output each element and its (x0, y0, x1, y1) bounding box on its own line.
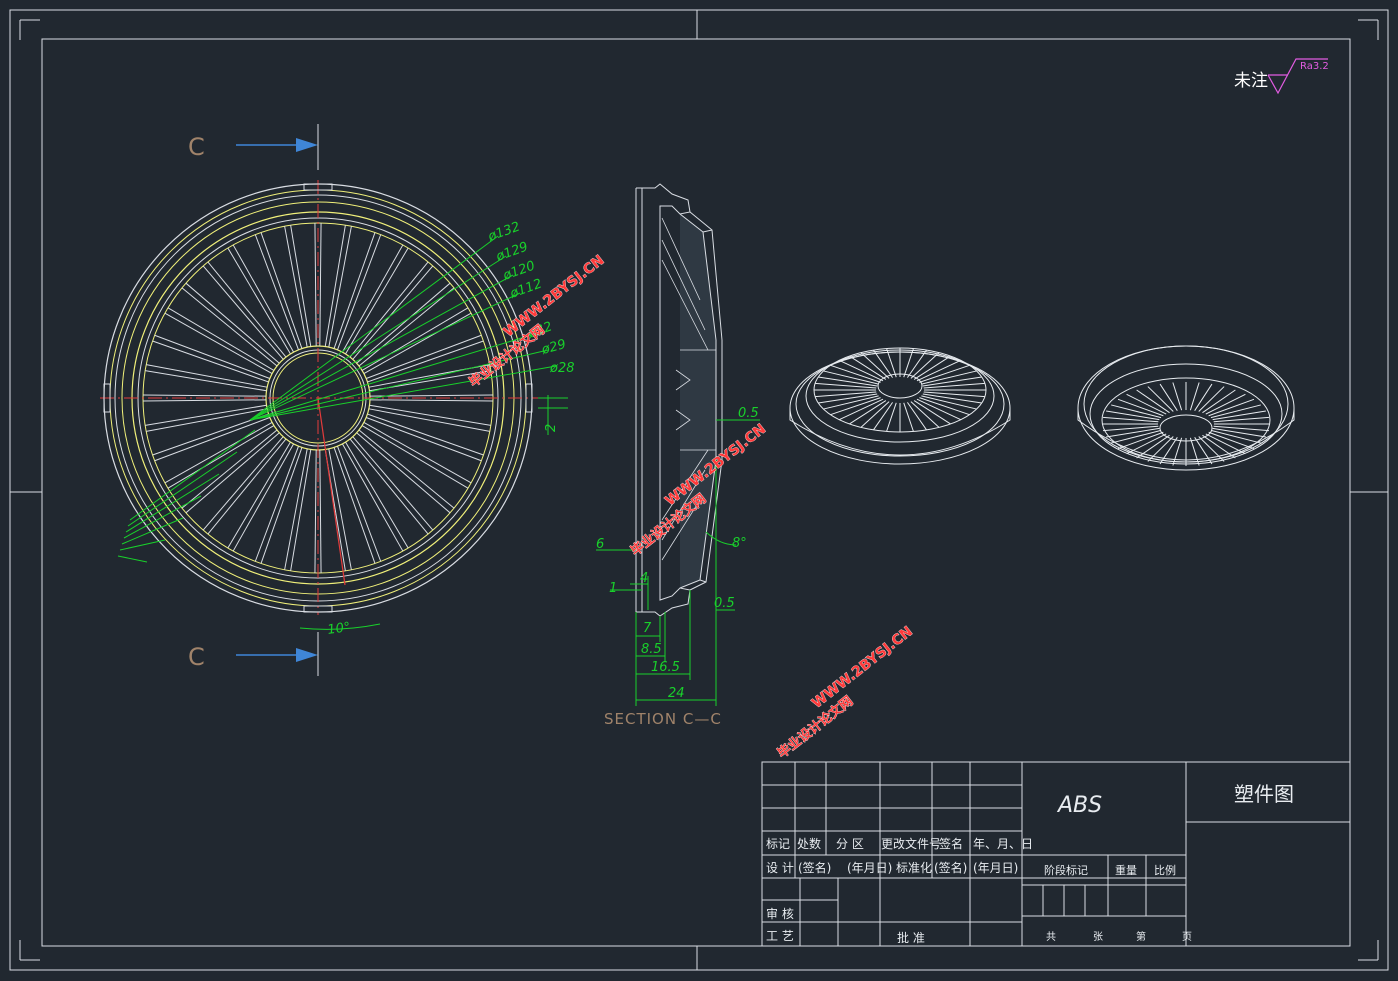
dim-seven: 7 (643, 621, 652, 636)
design-date: (年月日) (847, 861, 892, 875)
sheets-total-prefix: 共 (1046, 931, 1056, 943)
dim-sixteen-five: 16.5 (651, 660, 680, 675)
dim-dia-28: ø28 (549, 361, 575, 376)
process-label: 工 艺 (766, 929, 794, 943)
approve-label: 批 准 (897, 930, 925, 945)
dim-four: 4 (640, 571, 648, 586)
roughness-value: Ra3.2 (1300, 61, 1329, 72)
stage-mark-label: 阶段标记 (1044, 863, 1088, 877)
isometric-view-top (789, 347, 1011, 465)
section-dim-labels: 0.5 0.5 8° 6 1 4 7 8.5 16.5 24 (596, 406, 759, 701)
header-change-doc: 更改文件号 (881, 836, 941, 851)
iso-bottom-spokes (1102, 382, 1270, 466)
section-letter-bottom: C (188, 643, 205, 671)
header-zone: 分 区 (836, 837, 864, 851)
dim-angle-8: 8° (732, 536, 747, 551)
arrow-right-icon (296, 648, 318, 662)
material-label: ABS (1056, 793, 1102, 818)
dim-eight-five: 8.5 (641, 642, 662, 657)
section-view-dimensions (596, 419, 760, 706)
dim-top-thickness: 0.5 (738, 406, 759, 421)
isometric-view-bottom (1077, 345, 1295, 471)
standardization-date: (年月日) (973, 861, 1018, 875)
dim-total-24: 24 (668, 686, 685, 701)
design-sign: (签名) (798, 860, 831, 875)
section-marker-bottom: C (188, 632, 319, 676)
dim-offset-2: 2 (544, 424, 559, 432)
surface-roughness-note: 未注 Ra3.2 (1234, 58, 1329, 95)
standardization-sign: (签名) (934, 860, 967, 875)
front-diameter-labels: ø132 ø129 ø120 ø112 ø32 ø29 ø28 2 10° (326, 219, 574, 638)
dim-dia-29: ø29 (539, 337, 568, 358)
section-marker-top: C (188, 124, 319, 170)
front-view-dimensions (117, 235, 557, 563)
sheets-total-suffix: 张 (1093, 931, 1103, 943)
dim-one: 1 (609, 581, 617, 596)
header-signature: 签名 (939, 836, 963, 851)
header-mark: 标记 (766, 837, 790, 851)
section-title: SECTION C—C (604, 710, 722, 728)
dim-dia-132: ø132 (485, 219, 522, 245)
drawing-name: 塑件图 (1234, 782, 1294, 806)
section-view (635, 183, 723, 617)
dim-bottom-thickness: 0.5 (714, 596, 735, 611)
scale-label: 比例 (1154, 863, 1176, 877)
roughness-symbol-icon (1267, 58, 1328, 95)
sheet-number-suffix: 页 (1182, 931, 1192, 943)
spokes-group (143, 223, 493, 573)
section-letter-top: C (188, 133, 205, 161)
header-count: 处数 (797, 836, 821, 851)
title-block-text: ABS 塑件图 标记 处数 分 区 更改文件号 签名 年、月、日 设 计 (签名… (766, 782, 1294, 945)
sheet-number-prefix: 第 (1136, 930, 1146, 943)
design-label: 设 计 (766, 861, 794, 875)
arrow-right-icon (296, 138, 318, 152)
surface-note-label: 未注 (1234, 71, 1268, 91)
standardization-label: 标准化 (896, 861, 932, 875)
weight-label: 重量 (1115, 863, 1137, 877)
iso-top-spokes (814, 348, 986, 432)
drawing-frame (9, 9, 1389, 971)
front-view (100, 180, 540, 615)
title-block (761, 761, 1351, 947)
review-label: 审 核 (766, 906, 794, 921)
watermark-3: WWW.2BYSJ.CN 毕业设计论文网 (774, 623, 916, 762)
header-date: 年、月、日 (973, 837, 1033, 851)
watermark-url: WWW.2BYSJ.CN (809, 624, 916, 712)
dim-six: 6 (596, 537, 604, 552)
